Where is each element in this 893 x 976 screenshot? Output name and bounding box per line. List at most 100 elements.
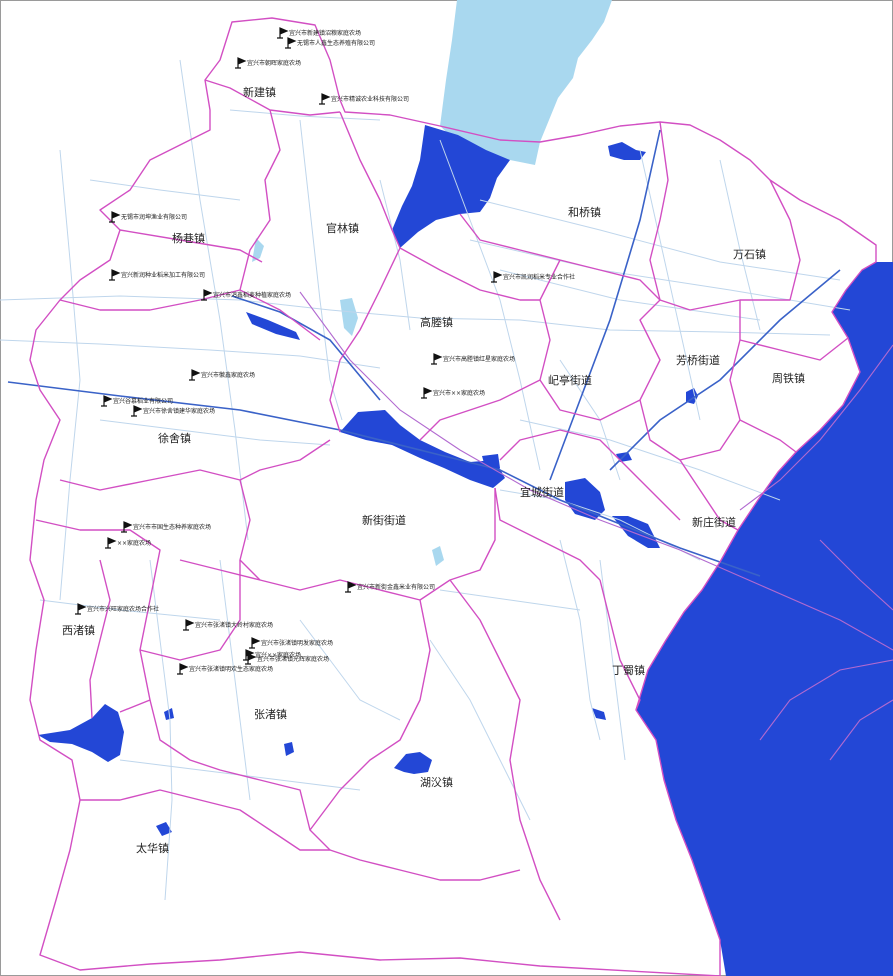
town-label-zhangzhu: 张渚镇 xyxy=(254,707,287,721)
flag-icon xyxy=(235,57,247,69)
poi-marker-p5[interactable]: 无锡市润坤渔业有限公司 xyxy=(109,211,187,223)
town-label-heqiao: 和桥镇 xyxy=(568,205,601,219)
flag-icon xyxy=(109,211,121,223)
town-label-xushe: 徐舍镇 xyxy=(158,431,191,445)
town-label-dingshu: 丁蜀镇 xyxy=(612,663,645,677)
flag-icon xyxy=(421,387,433,399)
poi-label: 宜兴市张渚镇大岭村家庭农场 xyxy=(195,621,273,629)
poi-label: 宜兴市张渚镇明发家庭农场 xyxy=(261,639,333,647)
town-boundaries xyxy=(29,17,877,976)
town-label-hufu: 湖㳇镇 xyxy=(420,775,453,789)
town-label-guanlin: 官林镇 xyxy=(326,221,359,235)
poi-marker-p8[interactable]: 宜兴市凯润稻米专业合作社 xyxy=(491,271,575,283)
railways xyxy=(299,291,893,761)
flag-icon xyxy=(131,405,143,417)
poi-label: 宜兴市高塍镇红星家庭农场 xyxy=(443,355,515,363)
flag-icon xyxy=(431,353,443,365)
poi-marker-p15[interactable]: ××家庭农场 xyxy=(105,537,151,549)
southwest-reservoir xyxy=(38,704,124,762)
poi-marker-p14[interactable]: 宜兴市市国生态种养家庭农场 xyxy=(121,521,211,533)
poi-marker-p1[interactable]: 宜兴市新建镇沼粮家庭农场 xyxy=(277,27,361,39)
flag-icon xyxy=(183,619,195,631)
poi-label: ××家庭农场 xyxy=(117,539,151,547)
northern-canal-water xyxy=(440,0,612,165)
pond-zhangzhu-1 xyxy=(284,742,294,756)
poi-label: 宜兴市凯润稻米专业合作社 xyxy=(503,273,575,281)
town-labels: 新建镇 官林镇 和桥镇 万石镇 杨巷镇 高塍镇 屺亭街道 芳桥街道 周铁镇 徐舍… xyxy=(62,85,805,855)
poi-label: 无锡市润坤渔业有限公司 xyxy=(121,213,187,221)
poi-label: 宜兴市张渚镇光辉家庭农场 xyxy=(257,655,329,663)
flag-icon xyxy=(109,269,121,281)
poi-marker-p4[interactable]: 宜兴市精诚农业科技有限公司 xyxy=(319,93,409,105)
flag-icon xyxy=(189,369,201,381)
flag-icon xyxy=(277,27,289,39)
pond-taihua xyxy=(156,822,172,836)
flag-icon xyxy=(249,637,261,649)
poi-marker-p2[interactable]: 无锡市人鑫生态养殖有限公司 xyxy=(285,37,375,49)
town-label-yangxiang: 杨巷镇 xyxy=(172,231,205,245)
flag-icon xyxy=(177,663,189,675)
flag-icon xyxy=(491,271,503,283)
poi-label: 宜兴市××家庭农场 xyxy=(433,389,485,397)
flag-icon xyxy=(201,289,213,301)
poi-marker-p19[interactable]: 宜兴市张渚镇明发家庭农场 xyxy=(249,637,333,649)
poi-label: 宜兴××家庭农场 xyxy=(255,651,301,659)
town-label-yicheng: 宜城街道 xyxy=(520,485,564,499)
town-label-qiting: 屺亭街道 xyxy=(548,373,592,387)
poi-label: 宜兴谷慕稻业有限公司 xyxy=(113,397,173,405)
poi-marker-p9[interactable]: 宜兴市高塍镇红星家庭农场 xyxy=(431,353,515,365)
poi-marker-p22[interactable]: 宜兴市张渚镇明欢生态家庭农场 xyxy=(177,663,273,675)
flag-icon xyxy=(101,395,113,407)
main-roads xyxy=(7,129,841,577)
pond-hufu xyxy=(394,752,432,774)
poi-marker-p3[interactable]: 宜兴市朝晖家庭农场 xyxy=(235,57,301,69)
town-label-zhoutie: 周铁镇 xyxy=(772,371,805,385)
town-label-taihua: 太华镇 xyxy=(136,841,169,855)
pond-dingshu xyxy=(592,708,606,720)
poi-marker-p13[interactable]: 宜兴市徐舍镇建华家庭农场 xyxy=(131,405,215,417)
town-label-wanshi: 万石镇 xyxy=(733,247,766,261)
poi-marker-p21[interactable]: 宜兴市张渚镇光辉家庭农场 xyxy=(245,653,329,665)
flag-icon xyxy=(345,581,357,593)
poi-marker-p17[interactable]: 宜兴市兴旺家庭农场合作社 xyxy=(75,603,159,615)
poi-label: 宜兴市鸿鑫稻麦种植家庭农场 xyxy=(213,291,291,299)
flag-icon xyxy=(245,653,257,665)
flag-icon xyxy=(121,521,133,533)
poi-marker-p6[interactable]: 宜兴新润种业稻米加工有限公司 xyxy=(109,269,205,281)
poi-label: 宜兴市徐舍镇建华家庭农场 xyxy=(143,407,215,415)
flag-icon xyxy=(285,37,297,49)
pond-yangxiang xyxy=(246,312,300,340)
flag-icon xyxy=(105,537,117,549)
poi-label: 宜兴市新街金鑫米业有限公司 xyxy=(357,583,435,591)
poi-label: 宜兴市兴旺家庭农场合作社 xyxy=(87,605,159,613)
town-label-gaocheng: 高塍镇 xyxy=(420,315,453,329)
poi-marker-p16[interactable]: 宜兴市新街金鑫米业有限公司 xyxy=(345,581,435,593)
tuanjiu-lake xyxy=(612,516,660,548)
town-label-xinjie: 新街街道 xyxy=(362,513,406,527)
poi-marker-p11[interactable]: 宜兴市徽鑫家庭农场 xyxy=(189,369,255,381)
poi-label: 宜兴新润种业稻米加工有限公司 xyxy=(121,271,205,279)
taihu-lake xyxy=(636,262,893,976)
poi-label: 宜兴市朝晖家庭农场 xyxy=(247,59,301,67)
poi-label: 宜兴市张渚镇明欢生态家庭农场 xyxy=(189,665,273,673)
flag-icon xyxy=(319,93,331,105)
pond-heqiao xyxy=(608,142,646,160)
poi-marker-p18[interactable]: 宜兴市张渚镇大岭村家庭农场 xyxy=(183,619,273,631)
poi-label: 无锡市人鑫生态养殖有限公司 xyxy=(297,39,375,47)
flag-icon xyxy=(75,603,87,615)
dongjiu-lake xyxy=(340,410,505,488)
minor-channels xyxy=(252,238,444,566)
poi-marker-p12[interactable]: 宜兴谷慕稻业有限公司 xyxy=(101,395,173,407)
point-markers: 宜兴市新建镇沼粮家庭农场无锡市人鑫生态养殖有限公司宜兴市朝晖家庭农场宜兴市精诚农… xyxy=(75,27,575,675)
poi-marker-p10[interactable]: 宜兴市××家庭农场 xyxy=(421,387,485,399)
town-label-fangqiao: 芳桥街道 xyxy=(676,353,720,367)
poi-label: 宜兴市新建镇沼粮家庭农场 xyxy=(289,29,361,37)
poi-label: 宜兴市徽鑫家庭农场 xyxy=(201,371,255,379)
gehu-lake xyxy=(392,125,510,248)
poi-label: 宜兴市市国生态种养家庭农场 xyxy=(133,523,211,531)
poi-marker-p7[interactable]: 宜兴市鸿鑫稻麦种植家庭农场 xyxy=(201,289,291,301)
poi-label: 宜兴市精诚农业科技有限公司 xyxy=(331,95,409,103)
town-label-xinjian: 新建镇 xyxy=(243,85,276,99)
town-label-xinzhuang: 新庄街道 xyxy=(692,515,736,529)
